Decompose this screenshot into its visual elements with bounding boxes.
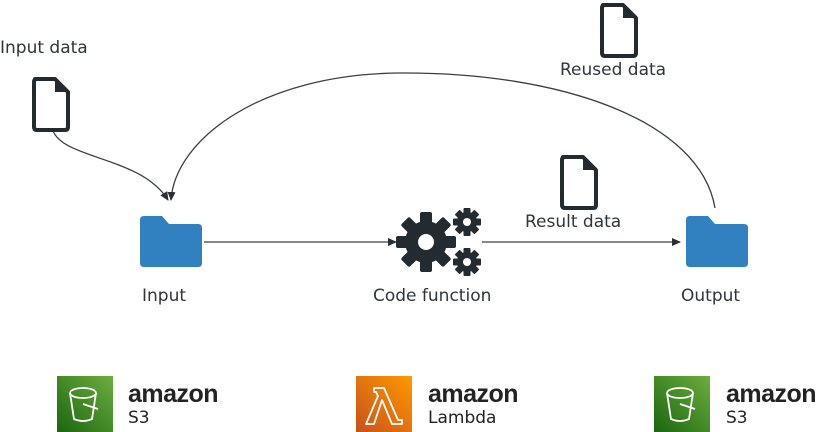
folder-icon: [686, 216, 748, 267]
s3-bucket-icon: [654, 376, 710, 432]
edge-output-to-input-reused: [167, 72, 716, 209]
brand-label: amazon: [428, 380, 519, 408]
gears-icon: [396, 208, 481, 276]
document-icon: [600, 3, 638, 58]
service-name: Lambda: [428, 408, 497, 428]
service-name: S3: [726, 408, 748, 428]
brand-label: amazon: [726, 380, 817, 408]
s3-bucket-icon: [57, 376, 113, 432]
code-function-label: Code function: [373, 286, 492, 306]
document-icon: [32, 77, 70, 132]
brand-label: amazon: [128, 380, 219, 408]
output-label: Output: [681, 286, 741, 306]
document-icon: [560, 155, 598, 210]
input-label: Input: [142, 286, 187, 306]
result-data-label: Result data: [525, 212, 622, 232]
reused-data-label: Reused data: [560, 60, 667, 80]
lambda-icon: [356, 376, 412, 432]
service-name: S3: [128, 408, 150, 428]
edge-input-data-to-input: [51, 127, 169, 201]
input-data-label: Input data: [0, 38, 88, 58]
folder-icon: [140, 216, 202, 267]
